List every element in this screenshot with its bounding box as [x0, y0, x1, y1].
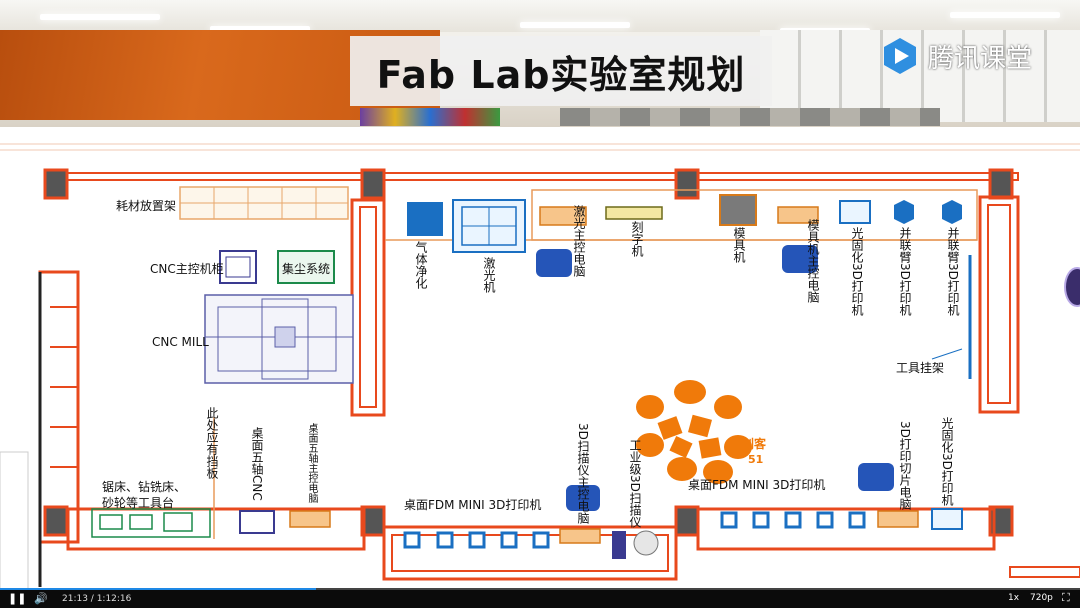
tencent-classroom-logo-icon [884, 38, 916, 74]
side-avatar-badge[interactable] [1064, 267, 1080, 307]
volume-icon[interactable]: 🔊 [34, 592, 48, 605]
progress-bar[interactable] [0, 588, 1080, 591]
label-laser-machine: 激光机 [482, 257, 496, 293]
floor-plan-drawing [0, 143, 1080, 590]
quality-button[interactable]: 720p [1030, 593, 1053, 603]
label-mold-machine: 模具机 [732, 227, 746, 263]
speed-button[interactable]: 1x [1008, 593, 1020, 603]
floor-plan: 耗材放置架 CNC主控机柜 集尘系统 CNC MILL 气体净化 激光机 激光主… [0, 127, 1080, 590]
slide-title: Fab Lab实验室规划 [350, 36, 772, 106]
label-fdm-right: 桌面FDM MINI 3D打印机 [688, 478, 826, 492]
label-fdm-left: 桌面FDM MINI 3D打印机 [404, 498, 542, 512]
label-tool-rack: 工具挂架 [896, 361, 945, 375]
windows [760, 30, 1080, 122]
label-desktop-cnc-pc: 桌面五轴主控电脑 [306, 423, 317, 503]
workbenches [560, 108, 940, 126]
label-parallel-printer-1: 并联臂3D打印机 [898, 227, 912, 316]
label-desktop-cnc: 桌面五轴CNC [250, 427, 264, 501]
label-cnc-mill: CNC MILL [152, 335, 209, 349]
brand-watermark: 腾讯课堂 [880, 36, 1032, 76]
label-parallel-printer-2: 并联臂3D打印机 [946, 227, 960, 316]
maker-logo-number: 51 [748, 453, 764, 466]
fullscreen-icon[interactable]: ⛶ [1062, 591, 1070, 604]
label-slicer-pc: 3D打印切片电脑 [898, 421, 912, 510]
video-controls: ❚❚ 🔊 21:13 / 1:12:16 1x 720p ⛶ [0, 590, 1080, 608]
label-scanner-pc: 3D扫描仪主控电脑 [576, 423, 590, 524]
label-industrial-scanner: 工业级3D扫描仪 [628, 439, 642, 528]
shelf-items [360, 108, 500, 126]
label-sla-printer-top: 光固化3D打印机 [850, 227, 864, 316]
ceiling-lamp [210, 26, 310, 32]
progress-fill [0, 588, 317, 591]
video-frame[interactable]: Fab Lab实验室规划 腾讯课堂 [0, 0, 1080, 590]
pause-icon[interactable]: ❚❚ [8, 592, 27, 605]
brand-name: 腾讯课堂 [928, 43, 1033, 74]
label-engraver: 刻字机 [630, 221, 644, 257]
label-dust-collection: 集尘系统 [282, 262, 331, 276]
maker-logo-text: 创客 [742, 437, 767, 451]
ceiling-lamp [40, 14, 160, 20]
label-laser-control-pc: 激光主控电脑 [572, 205, 586, 277]
label-mold-control-pc: 模具机主控电脑 [806, 219, 820, 303]
label-saw-tools: 锯床、钻铣床、 砂轮等工具台 [102, 480, 187, 510]
time-display: 21:13 / 1:12:16 [62, 594, 132, 604]
ceiling-lamp [950, 12, 1060, 18]
label-sla-printer-bottom: 光固化3D打印机 [940, 417, 954, 506]
label-block-note: 此处应有挡板 [205, 407, 219, 479]
label-cnc-control-cabinet: CNC主控机柜 [150, 262, 224, 276]
ceiling-lamp [520, 22, 630, 28]
label-gas-purify: 气体净化 [414, 241, 428, 289]
label-consumables-rack: 耗材放置架 [116, 199, 177, 213]
